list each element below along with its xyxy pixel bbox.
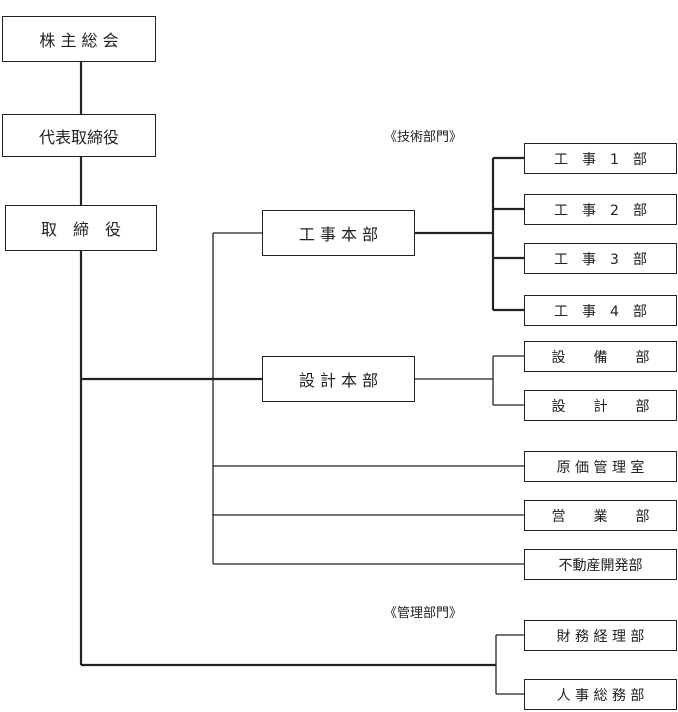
box-real-estate-development-dept: 不動産開発部 xyxy=(524,549,677,580)
section-label-technical: 《技術部門》 xyxy=(384,130,463,145)
box-construction-dept-3: 工 事 3 部 xyxy=(524,243,677,274)
box-construction-division: 工 事 本 部 xyxy=(262,210,415,256)
box-sales-dept: 営 業 部 xyxy=(524,500,677,531)
box-design-dept: 設 計 部 xyxy=(524,390,677,421)
box-shareholders-meeting: 株 主 総 会 xyxy=(2,16,156,62)
box-hr-general-affairs-dept: 人 事 総 務 部 xyxy=(524,679,677,710)
box-design-division: 設 計 本 部 xyxy=(262,356,415,402)
box-construction-dept-1: 工 事 1 部 xyxy=(524,143,677,174)
box-construction-dept-2: 工 事 2 部 xyxy=(524,194,677,225)
section-label-management: 《管理部門》 xyxy=(384,606,463,621)
box-cost-management-office: 原 価 管 理 室 xyxy=(524,451,677,482)
box-facilities-dept: 設 備 部 xyxy=(524,341,677,372)
box-finance-accounting-dept: 財 務 経 理 部 xyxy=(524,620,677,651)
box-representative-director: 代表取締役 xyxy=(2,114,156,157)
box-directors: 取 締 役 xyxy=(5,205,157,251)
box-construction-dept-4: 工 事 4 部 xyxy=(524,295,677,326)
